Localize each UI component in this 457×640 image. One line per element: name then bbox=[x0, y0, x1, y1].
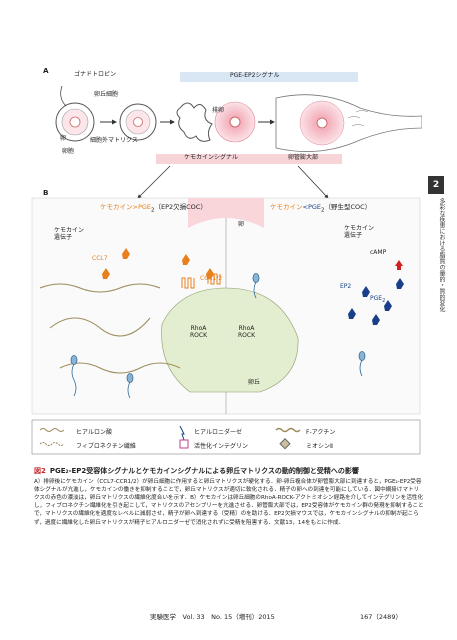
cumulus-cells-label: 卵丘細胞 bbox=[94, 91, 119, 98]
right-title: ケモカイン<PGE2（野生型COC） bbox=[270, 203, 372, 214]
matrix-fibers-left bbox=[39, 283, 181, 374]
chapter-tab: 2 bbox=[428, 176, 444, 194]
ovulation-label: 排卵 bbox=[212, 107, 225, 114]
camp-label: cAMP bbox=[370, 249, 387, 256]
panel-a-label: A bbox=[43, 66, 49, 75]
sperm bbox=[70, 273, 366, 399]
footer-journal: 実験医学 Vol. 33 No. 15（増刊）2015 bbox=[150, 613, 275, 621]
follicle-label: 卵胞 bbox=[62, 148, 75, 155]
oviduct-drawing bbox=[275, 94, 423, 152]
ep2-label: EP2 bbox=[340, 283, 352, 290]
left-title: ケモカイン>PGE2（EP2欠損COC） bbox=[100, 203, 207, 214]
legend-fibronectin: フィブロネクチン繊維 bbox=[76, 443, 136, 450]
caption-body: A）排卵後にケモカイン（CCL7-CCR1/2）が卵丘細胞に作用すると卵丘マトリ… bbox=[34, 479, 424, 526]
gonadotropin-label: ゴナドトロピン bbox=[74, 71, 117, 78]
ccr-receptors bbox=[181, 273, 221, 289]
chemokine-gene-right: ケモカイン 遺伝子 bbox=[344, 225, 375, 239]
oocyte-label-a: 卵 bbox=[60, 135, 67, 142]
follicle-drawing bbox=[55, 102, 95, 142]
chemokine-signal-label: ケモカインシグナル bbox=[184, 154, 239, 161]
oviduct-label: 卵管膨大部 bbox=[288, 154, 319, 161]
gonadotropin-arrow bbox=[60, 85, 67, 107]
caption-title: PGE₂-EP2受容体シグナルとケモカインシグナルによる卵丘マトリクスの動的制御… bbox=[49, 467, 359, 475]
ruptured-follicle bbox=[176, 102, 213, 142]
cumulus-cell bbox=[161, 287, 299, 393]
panel-b-label: B bbox=[43, 188, 49, 197]
chapter-title: 多彩な疾患における脂質の量的・質的変化 bbox=[438, 198, 445, 312]
caption-label: 図2 bbox=[34, 467, 46, 475]
ccr-label: CCR1/2 bbox=[200, 275, 223, 282]
rhoa-rock-right: RhoA ROCK bbox=[238, 325, 256, 339]
legend-box bbox=[31, 419, 421, 455]
legend-integrin: 活性化インテグリン bbox=[194, 443, 249, 450]
pge2-label: PGE2 bbox=[370, 295, 386, 305]
camp-up-arrow bbox=[395, 260, 403, 270]
ccl7-label: CCL7 bbox=[92, 255, 108, 262]
legend-factin: F-アクチン bbox=[306, 429, 336, 436]
pge-signal-label: PGE-EP2シグナル bbox=[230, 72, 280, 79]
legend-hyaluronidase: ヒアルロニダーゼ bbox=[194, 429, 242, 436]
legend-myosin: ミオシンⅡ bbox=[306, 443, 333, 450]
rhoa-rock-left: RhoA ROCK bbox=[190, 325, 208, 339]
chemokine-gene-left: ケモカイン 遺伝子 bbox=[54, 227, 85, 241]
cumulus-label: 卵丘 bbox=[248, 379, 261, 386]
figure-svg bbox=[31, 72, 423, 455]
coc-1 bbox=[119, 103, 157, 141]
legend-hyaluronan: ヒアルロン酸 bbox=[76, 429, 112, 436]
pge-signal-bar bbox=[180, 72, 358, 82]
oocyte-label-b: 卵 bbox=[238, 221, 245, 228]
pge2-molecules bbox=[348, 278, 404, 325]
ecm-label: 細胞外マトリクス bbox=[90, 137, 138, 144]
chemokine-signal-bar bbox=[156, 154, 342, 164]
figure bbox=[30, 48, 423, 458]
footer-page: 167（2489） bbox=[360, 613, 402, 621]
